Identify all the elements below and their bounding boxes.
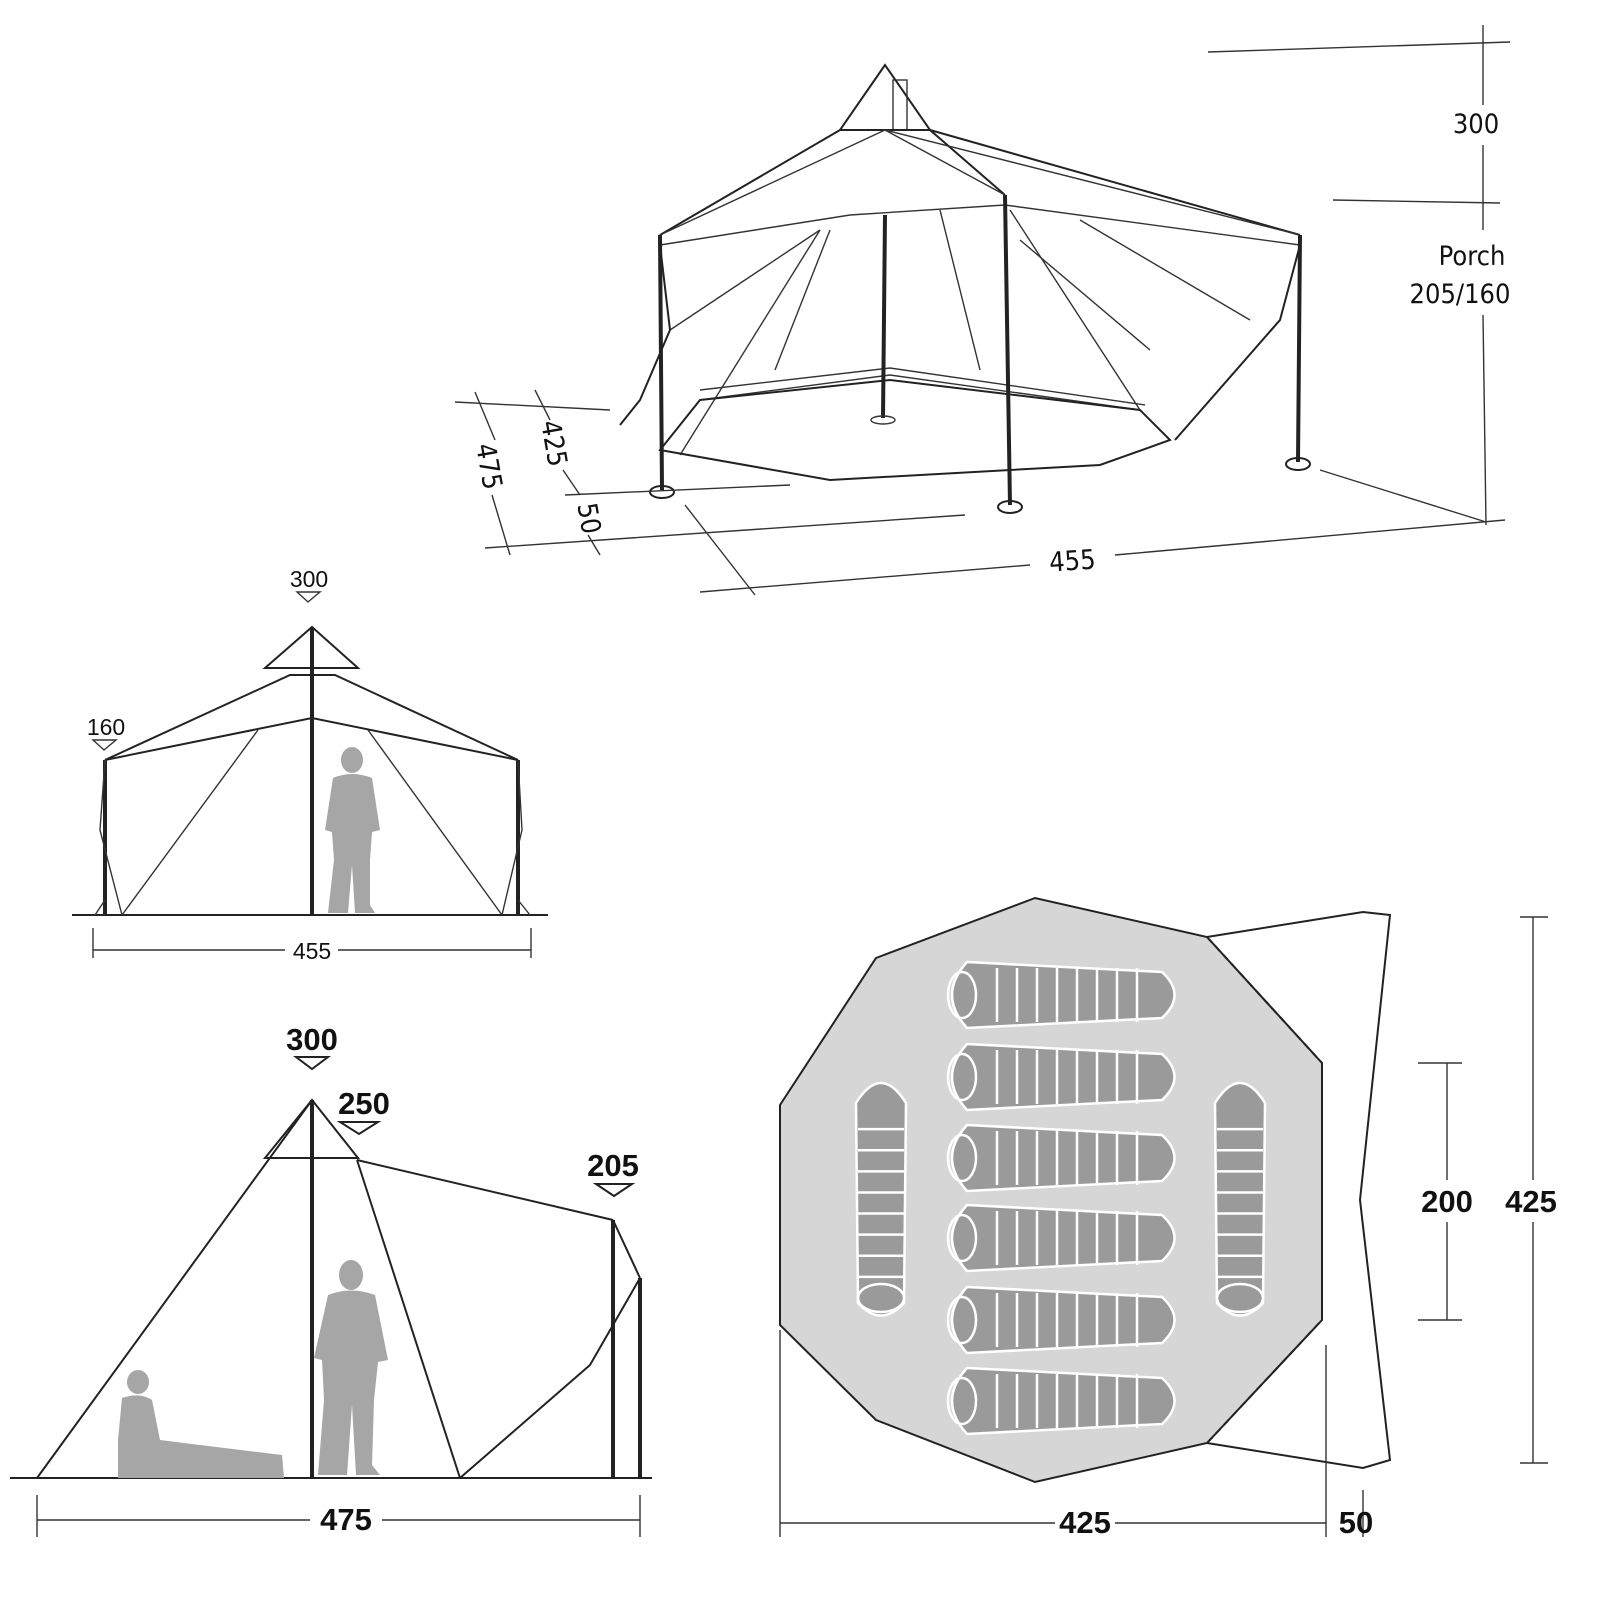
side-peak-height-label: 300 [286,1022,338,1057]
sleeping-bag-icon [946,1042,1176,1112]
sleeping-bag-icon [946,960,1176,1030]
sleeping-bag-icon [1213,1081,1267,1317]
front-peak-height-label: 300 [290,566,328,592]
side-porch-height-label: 205 [587,1148,639,1183]
perspective-tent [619,63,1311,514]
perspective-porch-depth-label: 50 [570,501,606,537]
sleeping-bag-icon [946,1366,1176,1436]
inner-length-label: 425 [1059,1505,1111,1540]
sleeping-bag-icon [946,1203,1176,1273]
standing-person-icon [325,747,380,913]
sleeping-bag-icon [854,1081,908,1317]
porch-width-label: 200 [1421,1184,1473,1219]
porch-length-label: 50 [1339,1505,1373,1540]
sleeping-bags [854,960,1267,1436]
side-cap-height-label: 250 [338,1086,390,1121]
total-width-label: 425 [1505,1184,1557,1219]
sitting-person-icon [118,1370,284,1478]
front-side-height-label: 160 [87,714,125,740]
standing-person-icon [314,1260,388,1475]
perspective-depth-total-label: 475 [469,441,508,492]
side-length-label: 475 [320,1502,372,1537]
front-view-tent [72,591,548,958]
sleeping-bag-icon [946,1123,1176,1193]
perspective-width-label: 455 [1048,544,1096,578]
front-width-label: 455 [293,938,331,964]
porch-label: Porch [1439,241,1506,272]
perspective-depth-inner-label: 425 [534,418,573,469]
perspective-height-label: 300 [1453,109,1499,140]
porch-heights-label: 205/160 [1410,279,1511,310]
floor-plan [779,896,1548,1537]
side-view-tent [10,1056,652,1537]
perspective-dimension-lines [454,25,1511,596]
sleeping-bag-icon [946,1285,1176,1355]
